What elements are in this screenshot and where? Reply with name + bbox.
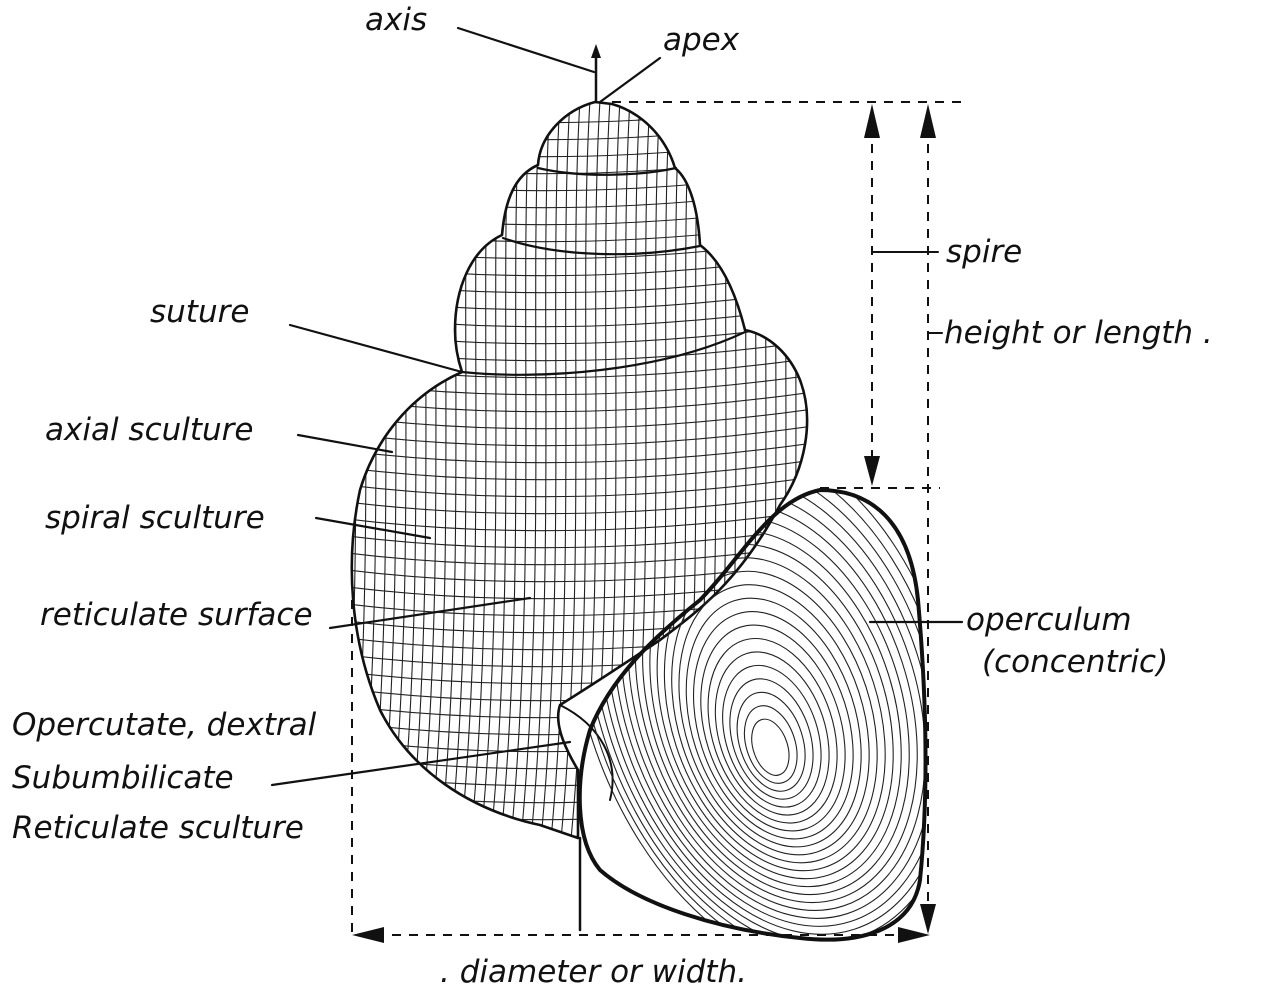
- label-axial-sculture: axial sculture: [45, 412, 254, 448]
- suture-label-leader: [290, 325, 462, 372]
- label-diameter-or-width: . diameter or width.: [440, 954, 747, 990]
- width-arrow-left: [352, 927, 384, 943]
- height-arrow-top: [920, 104, 936, 138]
- axial-sculpture-line: [490, 100, 510, 850]
- reticulate-surface-leader: [330, 598, 530, 628]
- width-arrow-right: [898, 927, 930, 943]
- axial-sculpture-line: [480, 100, 500, 850]
- axial-sculpture-line: [340, 100, 360, 850]
- axial-sculpture-line: [330, 100, 350, 850]
- spire-arrow-bottom: [864, 456, 880, 486]
- operculum-ring: [725, 683, 817, 800]
- axial-sculpture-line: [640, 100, 660, 850]
- axial-sculpture-line: [440, 100, 460, 850]
- height-arrow-bottom: [920, 904, 936, 934]
- axial-sculpture-line: [720, 100, 740, 850]
- axial-sculpture-line: [460, 100, 480, 850]
- label-spiral-sculture: spiral sculture: [45, 500, 265, 536]
- axial-sculpture-line: [450, 100, 470, 850]
- axial-sculpture-line: [470, 100, 490, 850]
- spiral-sculture-leader: [316, 518, 430, 538]
- operculum-ring: [666, 591, 881, 860]
- label-concentric: (concentric): [982, 644, 1168, 680]
- shell: [330, 100, 820, 854]
- axial-sculpture-line: [520, 100, 540, 850]
- shell-outline: [352, 102, 807, 838]
- axial-sculpture-line: [550, 100, 570, 850]
- axial-sculpture-line: [760, 100, 780, 850]
- label-axis: axis: [365, 2, 427, 38]
- axial-sculture-leader: [298, 435, 392, 452]
- spiral-sculpture-line: [340, 697, 820, 718]
- operculum-ring: [528, 375, 1029, 991]
- axial-sculpture-line: [540, 100, 560, 850]
- label-description-line-1: Opercutate, dextral: [12, 707, 317, 743]
- axial-sculpture-line: [740, 100, 760, 850]
- axial-sculpture-line: [750, 100, 770, 850]
- label-description-line-3: Reticulate sculture: [12, 810, 304, 846]
- axial-sculpture-line: [710, 100, 730, 850]
- axial-sculpture-line: [390, 100, 410, 850]
- spiral-sculpture-line: [340, 731, 820, 752]
- label-operculum: operculum: [966, 602, 1132, 638]
- label-height-or-length: height or length .: [944, 315, 1213, 351]
- axial-sculpture-line: [630, 100, 650, 850]
- operculum-ring: [686, 622, 860, 840]
- axial-sculpture-line: [610, 100, 630, 850]
- operculum-ring: [508, 344, 1050, 991]
- spire-arrow-top: [864, 104, 880, 138]
- label-description-line-2: Subumbilicate: [12, 760, 234, 796]
- operculum-ring: [735, 699, 806, 790]
- axial-sculpture-line: [580, 100, 600, 850]
- axial-sculpture-line: [370, 100, 390, 850]
- spiral-sculpture-line: [340, 102, 820, 123]
- operculum-ring: [577, 452, 976, 949]
- axial-sculpture-line: [730, 100, 750, 850]
- axial-sculpture-line: [360, 100, 380, 850]
- operculum-ring: [547, 406, 1008, 979]
- axial-sculpture-line: [770, 100, 790, 850]
- axial-sculpture-line: [530, 100, 550, 850]
- label-suture: suture: [150, 294, 249, 330]
- axis-arrowhead: [591, 44, 601, 58]
- shell-sculpture-hatching: [330, 100, 820, 854]
- label-apex: apex: [663, 22, 740, 58]
- axis-label-leader: [458, 28, 594, 72]
- label-spire: spire: [946, 234, 1022, 270]
- description-leader: [272, 742, 570, 785]
- label-reticulate-surface: reticulate surface: [40, 597, 313, 633]
- axial-sculpture-line: [430, 100, 450, 850]
- operculum-ring: [587, 467, 966, 939]
- axial-sculpture-line: [500, 100, 520, 850]
- apex-label-leader: [600, 58, 660, 102]
- axial-sculpture-line: [510, 100, 530, 850]
- axial-sculpture-line: [700, 100, 720, 850]
